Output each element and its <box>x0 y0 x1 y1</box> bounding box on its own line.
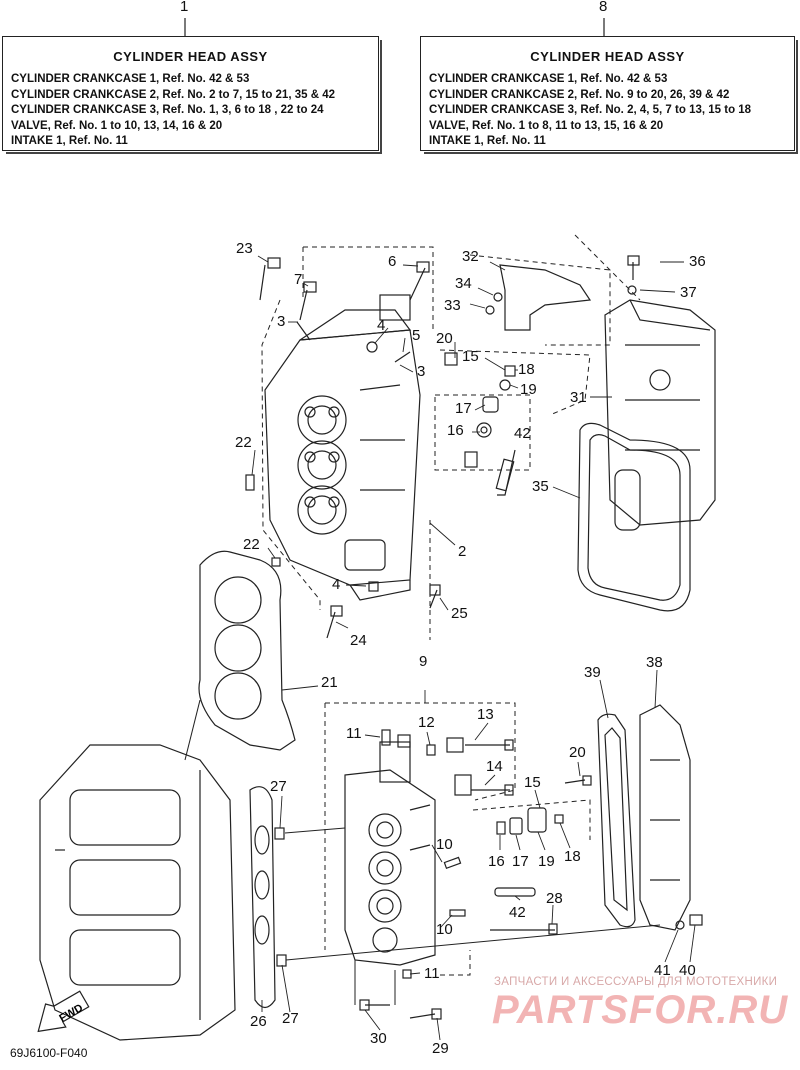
assembly-info-box-2: CYLINDER HEAD ASSY CYLINDER CRANKCASE 1,… <box>420 36 798 154</box>
callout-4-upper: 4 <box>377 317 386 334</box>
callout-19-upper: 19 <box>520 381 537 398</box>
callout-6: 6 <box>388 253 397 270</box>
lower-cover-gasket <box>597 713 636 928</box>
callout-37: 37 <box>680 284 697 301</box>
box2-line-4: VALVE, Ref. No. 1 to 8, 11 to 13, 15, 16… <box>429 119 664 132</box>
forward-direction-arrow <box>37 990 90 1033</box>
cylinder-head-lower <box>344 734 436 966</box>
callout-10-upper: 10 <box>436 836 453 853</box>
callout-34: 34 <box>455 275 472 292</box>
callout-17-lower: 17 <box>512 853 529 870</box>
callout-20-upper: 20 <box>436 330 453 347</box>
callout-16-lower: 16 <box>488 853 505 870</box>
callout-15-upper: 15 <box>462 348 479 365</box>
callout-20-lower: 20 <box>569 744 586 761</box>
upper-group-frame <box>261 234 641 640</box>
callout-5: 5 <box>412 327 421 344</box>
callout-26: 26 <box>250 1013 267 1030</box>
callout-9: 9 <box>419 653 428 670</box>
callout-3-upper: 3 <box>277 313 286 330</box>
callout-21: 21 <box>321 674 338 691</box>
cylinder-head-upper <box>264 294 421 601</box>
lower-head-gasket <box>249 786 276 1009</box>
callout-40: 40 <box>679 962 696 979</box>
callout-38: 38 <box>646 654 663 671</box>
box2-title: CYLINDER HEAD ASSY <box>530 49 685 64</box>
watermark-logo: PARTSFOR.RU <box>492 988 789 1032</box>
box1-line-4: VALVE, Ref. No. 1 to 10, 13, 14, 16 & 20 <box>11 119 223 132</box>
callout-18-lower: 18 <box>564 848 581 865</box>
cylinder-block <box>39 744 236 1041</box>
callout-15-lower: 15 <box>524 774 541 791</box>
callout-4-lower: 4 <box>332 576 341 593</box>
box2-line-5: INTAKE 1, Ref. No. 11 <box>429 135 546 147</box>
callout-16-upper: 16 <box>447 422 464 439</box>
head-cover-gasket <box>577 422 691 612</box>
callout-19-lower: 19 <box>538 853 555 870</box>
callout-3-side: 3 <box>417 363 426 380</box>
box1-title: CYLINDER HEAD ASSY <box>113 49 268 64</box>
callout-32: 32 <box>462 248 479 265</box>
box1-line-5: INTAKE 1, Ref. No. 11 <box>11 135 128 147</box>
box1-line-1: CYLINDER CRANKCASE 1, Ref. No. 42 & 53 <box>11 73 250 85</box>
head-gasket <box>198 550 296 751</box>
callout-29: 29 <box>432 1040 449 1057</box>
box2-line-2: CYLINDER CRANKCASE 2, Ref. No. 9 to 20, … <box>429 88 730 101</box>
callout-27-lower: 27 <box>282 1010 299 1027</box>
callout-35: 35 <box>532 478 549 495</box>
callout-24: 24 <box>350 632 367 649</box>
callout-13: 13 <box>477 706 494 723</box>
callout-11-upper: 11 <box>346 725 362 742</box>
callout-17-upper: 17 <box>455 400 472 417</box>
callout-2: 2 <box>458 543 467 560</box>
box1-ref-number: 1 <box>180 0 189 15</box>
callout-41: 41 <box>654 962 671 979</box>
callout-14: 14 <box>486 758 503 775</box>
callout-30: 30 <box>370 1030 387 1047</box>
lower-head-cover <box>639 704 691 931</box>
callout-25: 25 <box>451 605 468 622</box>
callout-10-lower: 10 <box>436 921 453 938</box>
lower-group-frame <box>324 702 591 976</box>
callout-42-upper: 42 <box>514 425 531 442</box>
callout-18-upper: 18 <box>518 361 535 378</box>
box2-line-1: CYLINDER CRANKCASE 1, Ref. No. 42 & 53 <box>429 73 668 85</box>
callout-33: 33 <box>444 297 461 314</box>
box1-line-2: CYLINDER CRANKCASE 2, Ref. No. 2 to 7, 1… <box>11 88 335 101</box>
box1-line-3: CYLINDER CRANKCASE 3, Ref. No. 1, 3, 6 t… <box>11 104 324 116</box>
callout-27-upper: 27 <box>270 778 287 795</box>
box2-line-3: CYLINDER CRANKCASE 3, Ref. No. 2, 4, 5, … <box>429 104 752 116</box>
callout-7: 7 <box>294 271 303 288</box>
watermark-tagline: ЗАПЧАСТИ И АКСЕССУАРЫ ДЛЯ МОТОТЕХНИКИ <box>494 976 778 988</box>
callout-11-lower: 11 <box>424 965 440 982</box>
callout-28: 28 <box>546 890 563 907</box>
box2-ref-number: 8 <box>599 0 608 15</box>
callout-42-lower: 42 <box>509 904 526 921</box>
callout-12: 12 <box>418 714 435 731</box>
callout-22-upper: 22 <box>235 434 252 451</box>
head-cover <box>604 299 716 526</box>
callout-22-lower: 22 <box>243 536 260 553</box>
callout-36: 36 <box>689 253 706 270</box>
diagram-code: 69J6100-F040 <box>10 1046 88 1060</box>
callout-39: 39 <box>584 664 601 681</box>
callout-23: 23 <box>236 240 253 257</box>
callout-31: 31 <box>570 389 587 406</box>
